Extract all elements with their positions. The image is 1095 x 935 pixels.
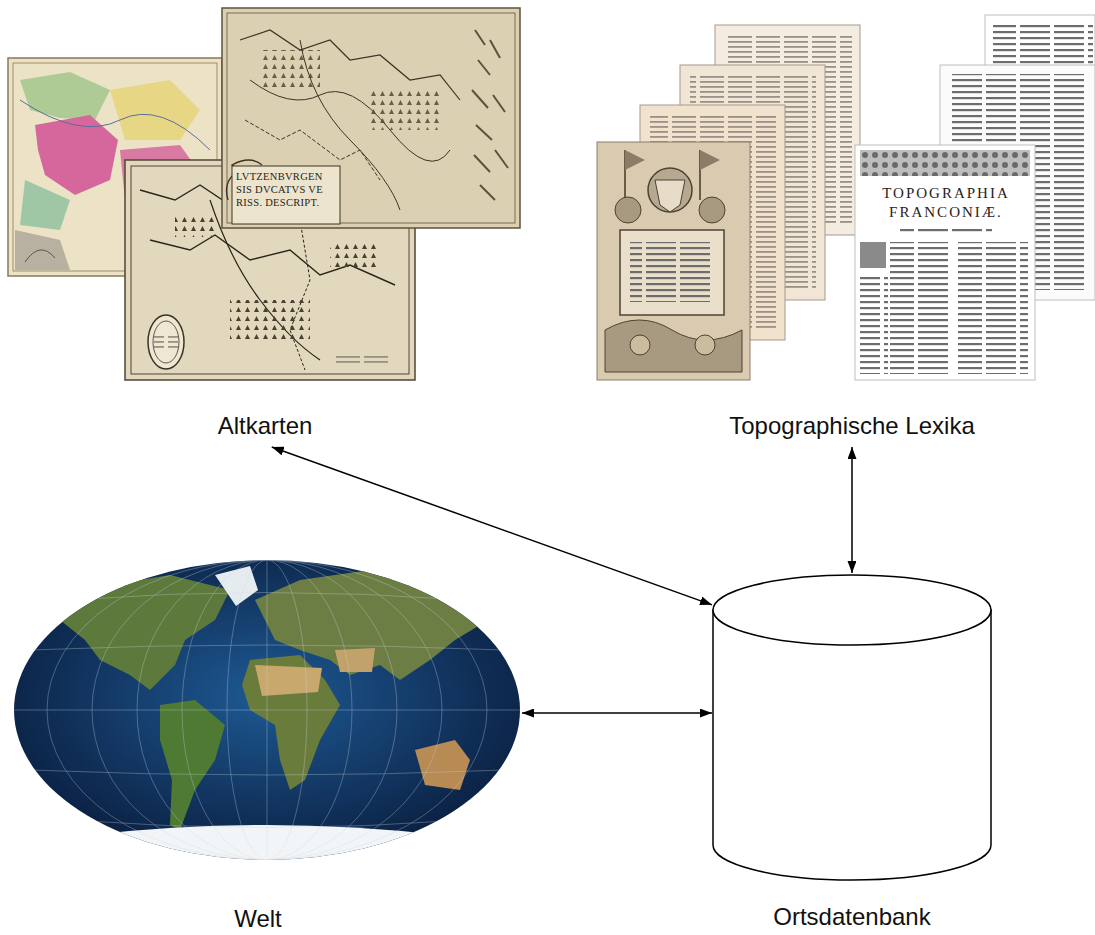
double-arrow: [272, 447, 712, 605]
lexicon-pages-right: [855, 15, 1095, 380]
source-group: Altkarten: [5, 5, 520, 447]
cylinder-outline: [712, 573, 992, 883]
double-arrow: [851, 447, 853, 573]
map-title: TOPOGRAPHIA FRANCONIÆ.: [866, 184, 1026, 222]
double-arrow: [522, 712, 712, 714]
lexicon-pages-left: [597, 25, 860, 380]
world-globe: [14, 560, 520, 870]
source-group: Welt: [5, 555, 522, 933]
map-title: LVTZENBVRGEN SIS DVCATVS VE RISS. DESCRI…: [236, 170, 338, 209]
label-holder: LVTZENBVRGEN SIS DVCATVS VE RISS. DESCRI…: [236, 170, 338, 209]
database-cylinder: Ortsdatenbank: [712, 573, 992, 935]
node-caption: Topographische Lexika: [729, 412, 975, 440]
old-map-luxemburg: [222, 8, 520, 228]
source-group: Topographische Lexika: [610, 15, 1095, 447]
cylinder-body: [713, 610, 991, 880]
node-caption: Altkarten: [218, 412, 313, 440]
cylinder-top: [713, 575, 991, 645]
node-caption: Welt: [234, 905, 282, 933]
node-caption: Ortsdatenbank: [773, 903, 930, 931]
label-holder: TOPOGRAPHIA FRANCONIÆ.: [866, 184, 1026, 222]
